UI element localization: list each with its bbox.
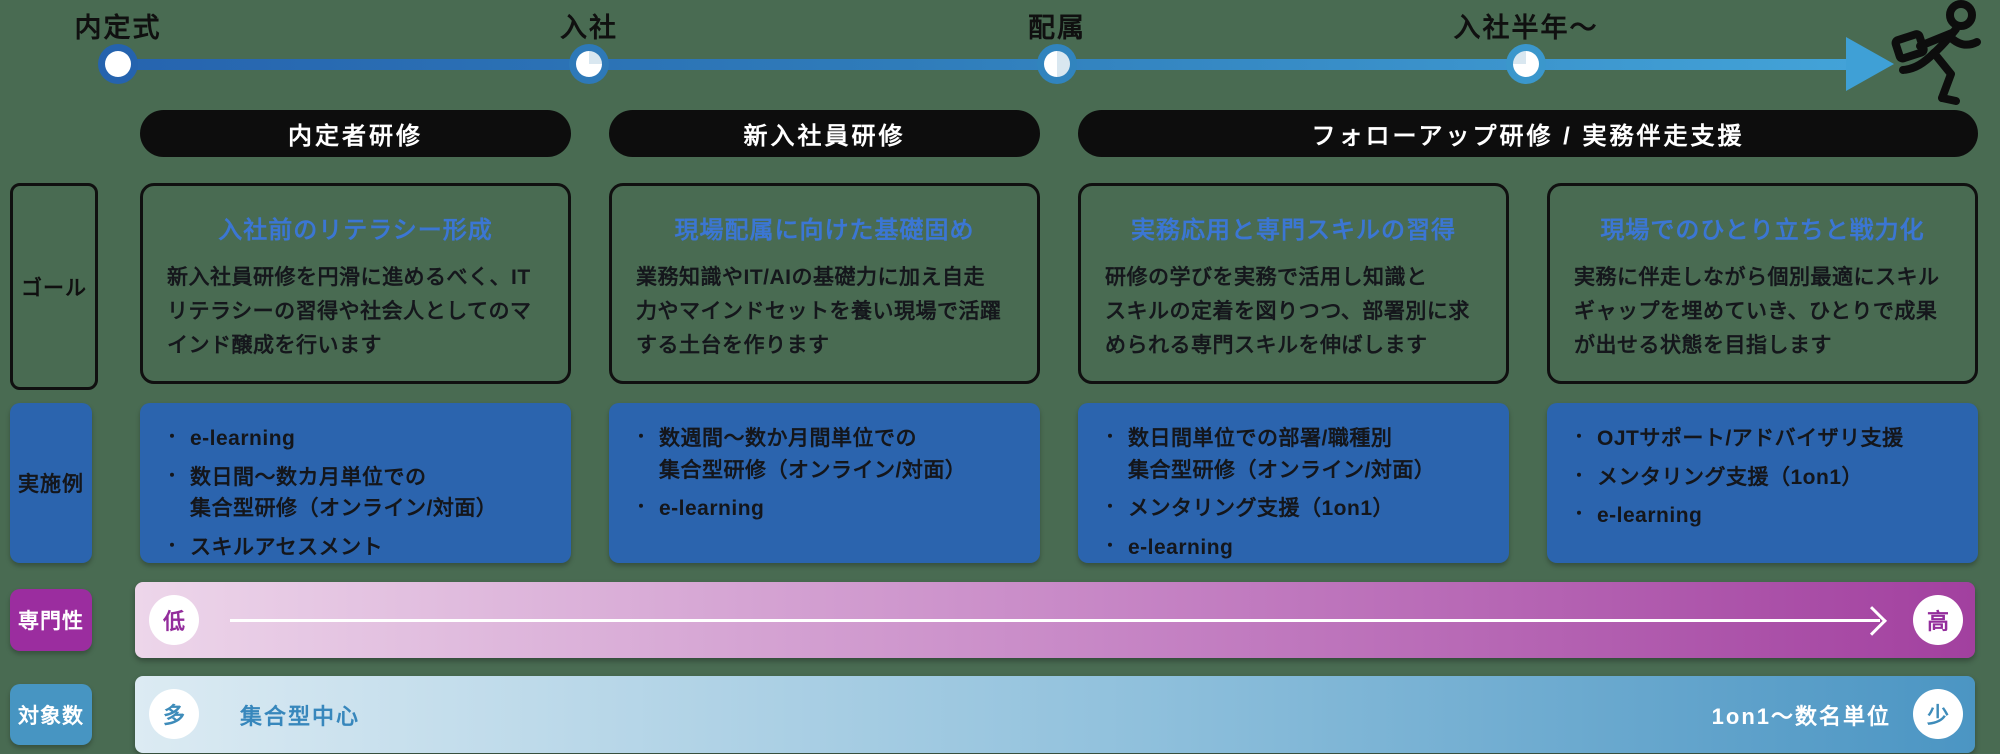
example-item: ・数週間〜数か月間単位での 集合型研修（オンライン/対面） bbox=[633, 423, 1026, 486]
goal-box: 現場でのひとり立ちと戦力化 実務に伴走しながら個別最適にスキル ギャップを埋めて… bbox=[1547, 183, 1978, 384]
audience-bar: 多 集合型中心 1on1〜数名単位 少 bbox=[135, 676, 1975, 753]
specialization-high-badge: 高 bbox=[1913, 595, 1963, 645]
timeline-dot-fill bbox=[1513, 51, 1539, 77]
example-text: スキルアセスメント bbox=[190, 535, 384, 559]
audience-few-badge: 少 bbox=[1913, 689, 1963, 739]
bullet-icon: ・ bbox=[633, 429, 650, 446]
phase-pill-naiteisha-kenshu: 内定者研修 bbox=[140, 110, 571, 157]
example-text: OJTサポート/アドバイザリ支援 bbox=[1597, 427, 1904, 450]
bullet-icon: ・ bbox=[633, 499, 650, 516]
example-item: ・スキルアセスメント bbox=[164, 532, 557, 564]
row-label-specialization: 専門性 bbox=[10, 589, 92, 651]
examples-box: ・数週間〜数か月間単位での 集合型研修（オンライン/対面）・e-learning bbox=[609, 403, 1040, 563]
row-label-goal: ゴール bbox=[10, 183, 98, 390]
example-item: ・ OJTサポート/アドバイザリ支援 bbox=[1571, 423, 1964, 455]
example-text: メンタリング支援（1on1） bbox=[1128, 497, 1395, 520]
phase-pill-shinnyushain-kenshu: 新入社員研修 bbox=[609, 110, 1040, 157]
example-text: メンタリング支援（1on1） bbox=[1597, 465, 1864, 489]
row-label-audience: 対象数 bbox=[10, 684, 92, 745]
example-item: ・数日間〜数カ月単位での 集合型研修（オンライン/対面） bbox=[164, 462, 557, 525]
timeline-dot-fill bbox=[1044, 51, 1070, 77]
audience-left-text: 集合型中心 bbox=[240, 703, 361, 729]
bullet-icon: ・ bbox=[164, 537, 181, 555]
goal-title: 実務応用と専門スキルの習得 bbox=[1131, 217, 1456, 244]
milestone-label: 入社 bbox=[560, 13, 618, 43]
timeline-dot-icon bbox=[1037, 44, 1077, 84]
timeline-dot-fill bbox=[576, 51, 602, 77]
example-text: e-learning bbox=[659, 497, 765, 520]
specialization-bar: 低 高 bbox=[135, 582, 1975, 658]
goal-body: 研修の学びを実務で活用し知識と スキルの定着を図りつつ、部署別に求 められる専門… bbox=[1105, 266, 1470, 358]
milestone-label: 入社半年〜 bbox=[1453, 13, 1599, 43]
goal-body: 実務に伴走しながら個別最適にスキル ギャップを埋めていき、ひとりで成果 が出せる… bbox=[1574, 266, 1940, 358]
example-text: e-learning bbox=[1128, 535, 1234, 559]
example-text: 数日間〜数カ月単位での 集合型研修（オンライン/対面） bbox=[190, 465, 498, 521]
example-text: e-learning bbox=[190, 427, 296, 450]
phase-pill-followup-kenshu: フォローアップ研修 / 実務伴走支援 bbox=[1078, 110, 1978, 157]
bullet-icon: ・ bbox=[164, 429, 181, 446]
row-label-examples: 実施例 bbox=[10, 403, 92, 563]
goal-title: 現場配属に向けた基礎固め bbox=[674, 217, 975, 244]
milestone-label: 内定式 bbox=[74, 13, 162, 43]
goal-title: 現場でのひとり立ちと戦力化 bbox=[1600, 217, 1925, 244]
goal-box: 実務応用と専門スキルの習得 研修の学びを実務で活用し知識と スキルの定着を図りつ… bbox=[1078, 183, 1509, 384]
specialization-low-badge: 低 bbox=[149, 595, 199, 645]
audience-many-badge: 多 bbox=[149, 689, 199, 739]
example-item: ・ e-learning bbox=[1571, 500, 1964, 532]
timeline-line bbox=[118, 59, 1858, 70]
examples-box: ・e-learning・数日間〜数カ月単位での 集合型研修（オンライン/対面）・… bbox=[140, 403, 571, 563]
example-text: e-learning bbox=[1597, 504, 1703, 527]
example-item: ・ e-learning bbox=[164, 423, 557, 455]
goal-title: 入社前のリテラシー形成 bbox=[218, 217, 493, 244]
example-text: 数日間単位での部署/職種別 集合型研修（オンライン/対面） bbox=[1128, 427, 1436, 482]
example-item: ・メンタリング支援（1on1） bbox=[1571, 462, 1964, 494]
bullet-icon: ・ bbox=[1102, 429, 1119, 446]
bullet-icon: ・ bbox=[164, 467, 181, 485]
example-item: ・数日間単位での部署/職種別 集合型研修（オンライン/対面） bbox=[1102, 423, 1495, 486]
example-item: ・ e-learning bbox=[1102, 532, 1495, 564]
audience-right-text: 1on1〜数名単位 bbox=[1711, 703, 1891, 729]
bullet-icon: ・ bbox=[1102, 537, 1119, 555]
timeline-arrowhead-icon bbox=[1846, 37, 1894, 91]
timeline-dot-icon bbox=[1506, 44, 1546, 84]
example-item: ・ e-learning bbox=[633, 493, 1026, 525]
milestone-label: 配属 bbox=[1028, 13, 1086, 43]
running-person-icon bbox=[1891, 0, 1981, 105]
goal-body: 新入社員研修を円滑に進めるべく、IT リテラシーの習得や社会人としてのマ インド… bbox=[167, 266, 532, 358]
example-item: ・メンタリング支援（1on1） bbox=[1102, 493, 1495, 525]
timeline-dot-icon bbox=[98, 44, 138, 84]
goal-box: 入社前のリテラシー形成 新入社員研修を円滑に進めるべく、IT リテラシーの習得や… bbox=[140, 183, 571, 384]
timeline-dot-icon bbox=[569, 44, 609, 84]
bullet-icon: ・ bbox=[1102, 499, 1119, 516]
timeline-dot-fill bbox=[105, 51, 131, 77]
examples-box: ・OJTサポート/アドバイザリ支援・メンタリング支援（1on1）・e-learn… bbox=[1547, 403, 1978, 563]
example-text: 数週間〜数か月間単位での 集合型研修（オンライン/対面） bbox=[659, 427, 967, 482]
goal-box: 現場配属に向けた基礎固め 業務知識やIT/AIの基礎力に加え自走 力やマインドセ… bbox=[609, 183, 1040, 384]
specialization-arrow-icon bbox=[230, 619, 1880, 622]
bullet-icon: ・ bbox=[1571, 506, 1588, 523]
bullet-icon: ・ bbox=[1571, 429, 1588, 446]
bullet-icon: ・ bbox=[1571, 467, 1588, 485]
examples-box: ・数日間単位での部署/職種別 集合型研修（オンライン/対面）・メンタリング支援（… bbox=[1078, 403, 1509, 563]
goal-body: 業務知識やIT/AIの基礎力に加え自走 力やマインドセットを養い現場で活躍 する… bbox=[636, 266, 1002, 358]
